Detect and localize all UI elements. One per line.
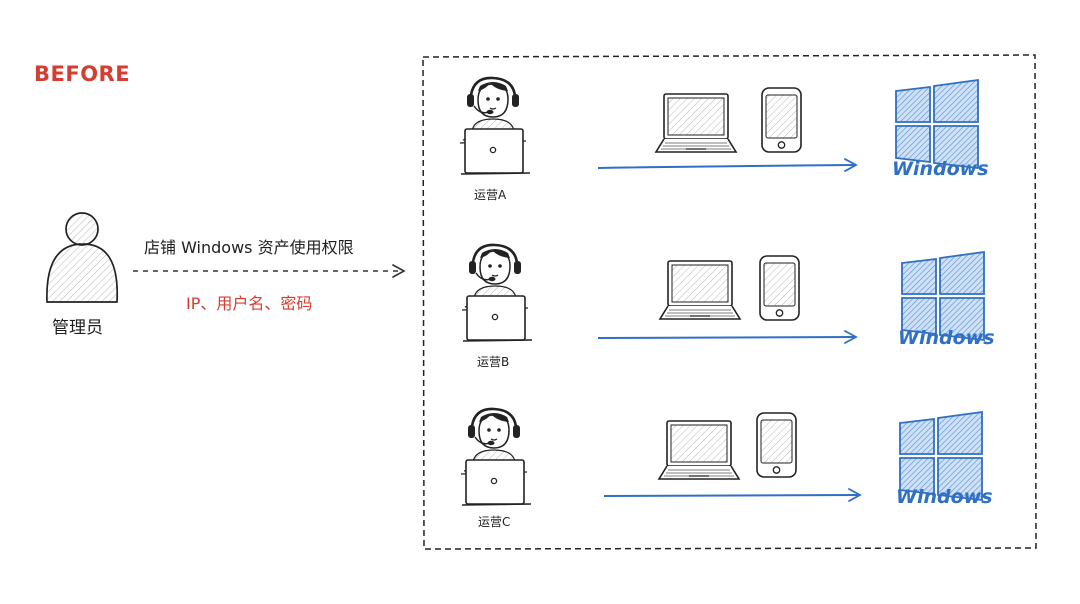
operator-a-icon: [460, 78, 530, 174]
admin-person-icon: [47, 213, 117, 302]
admin-label: 管理员: [52, 313, 103, 338]
phone-icon: [757, 413, 796, 477]
permission-label: 店铺 Windows 资产使用权限: [144, 234, 354, 258]
access-arrow: [598, 165, 856, 168]
operator-a-label: 运营A: [474, 186, 506, 203]
phone-icon: [762, 88, 801, 152]
access-arrow: [604, 495, 860, 496]
credentials-label: IP、用户名、密码: [186, 290, 312, 314]
access-arrow: [598, 337, 856, 338]
windows-logo-icon: [896, 80, 978, 168]
windows-label: Windows: [898, 327, 995, 349]
operator-c-icon: [461, 409, 531, 505]
laptop-icon: [660, 261, 740, 319]
operator-c-label: 运营C: [478, 513, 510, 530]
laptop-icon: [656, 94, 736, 152]
windows-label: Windows: [896, 486, 993, 508]
before-label: BEFORE: [34, 62, 130, 86]
operator-b-icon: [462, 245, 532, 341]
windows-label: Windows: [892, 158, 989, 180]
phone-icon: [760, 256, 799, 320]
operator-b-label: 运营B: [477, 353, 509, 370]
laptop-icon: [659, 421, 739, 479]
